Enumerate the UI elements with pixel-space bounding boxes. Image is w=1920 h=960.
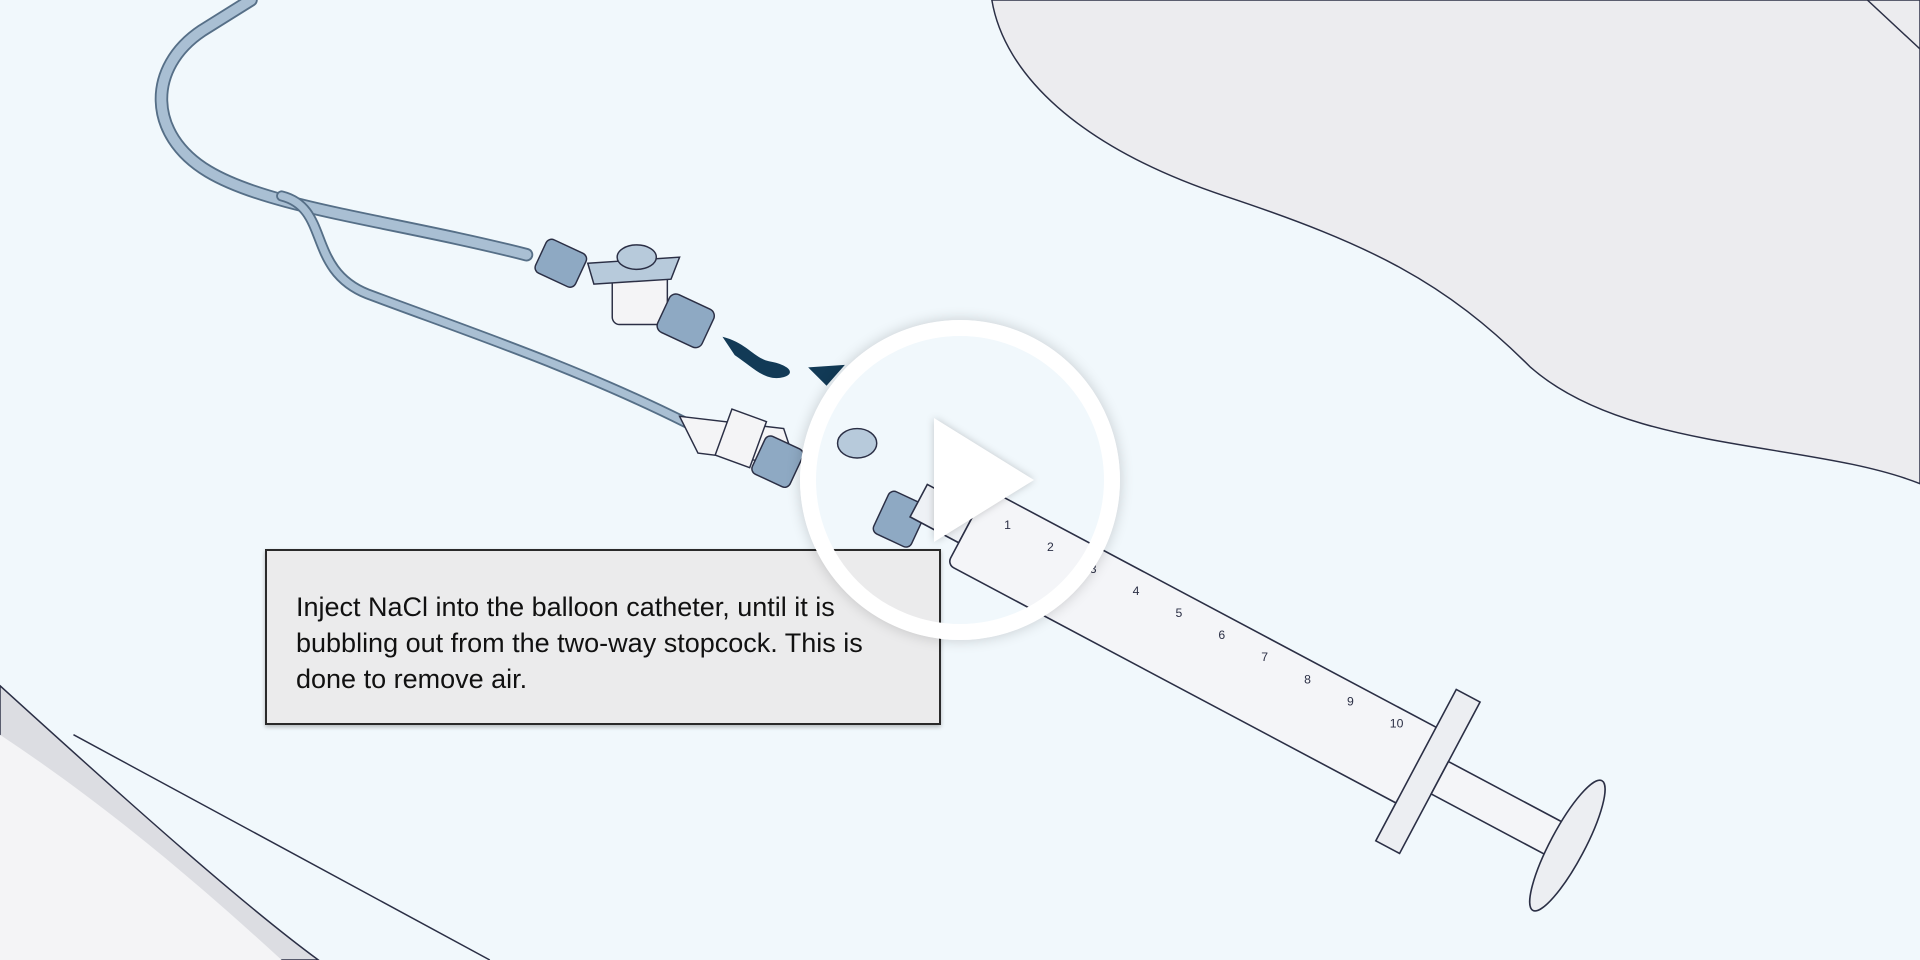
play-button[interactable] bbox=[800, 320, 1120, 640]
svg-text:9: 9 bbox=[1347, 694, 1354, 708]
instruction-caption: Inject NaCl into the balloon catheter, u… bbox=[265, 549, 941, 725]
svg-text:8: 8 bbox=[1304, 672, 1311, 686]
two-way-stopcock bbox=[534, 238, 716, 349]
svg-text:3: 3 bbox=[1090, 562, 1097, 576]
svg-text:6: 6 bbox=[1218, 628, 1225, 642]
background-blob bbox=[991, 0, 1920, 485]
play-icon bbox=[934, 418, 1034, 542]
table-edge bbox=[73, 734, 491, 960]
table-top bbox=[0, 734, 282, 960]
svg-text:5: 5 bbox=[1176, 606, 1183, 620]
fluid-drops bbox=[722, 336, 845, 386]
svg-text:7: 7 bbox=[1261, 650, 1268, 664]
background-edge-right bbox=[1866, 0, 1920, 50]
svg-text:4: 4 bbox=[1133, 584, 1140, 598]
caption-text: Inject NaCl into the balloon catheter, u… bbox=[296, 592, 863, 694]
svg-text:10: 10 bbox=[1390, 716, 1404, 730]
